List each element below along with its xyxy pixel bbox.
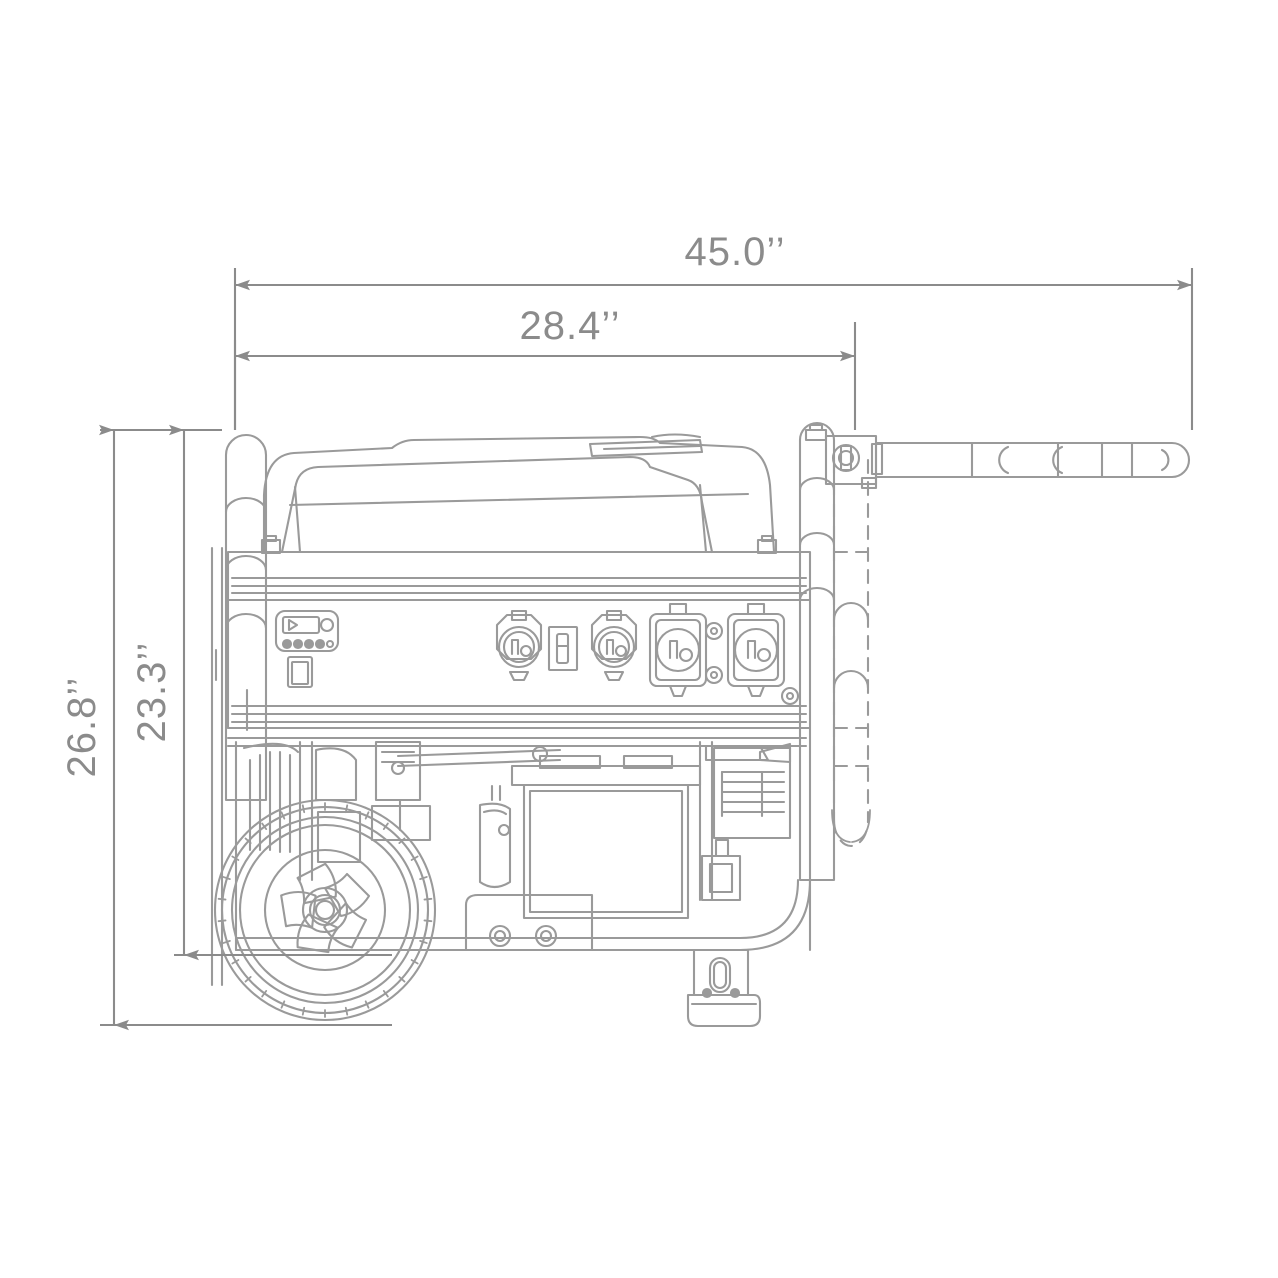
wheel-spokes bbox=[280, 862, 371, 954]
fuel-tank bbox=[260, 433, 778, 555]
dimension-label-body-length: 28.4’’ bbox=[520, 304, 621, 348]
handle-stowed-solid-arcs bbox=[831, 601, 871, 843]
reset-buttons[interactable] bbox=[704, 621, 800, 706]
handle-stowed bbox=[832, 458, 870, 848]
breaker-switch[interactable] bbox=[547, 625, 579, 672]
twistlock-outlet-2[interactable] bbox=[590, 609, 638, 682]
upper-shroud-band bbox=[226, 550, 812, 602]
pull-handle[interactable] bbox=[874, 441, 1191, 479]
frame-base-plate bbox=[464, 893, 594, 952]
dimension-label-overall-height: 26.8’’ bbox=[60, 677, 104, 778]
handle-post-right bbox=[798, 421, 836, 882]
gfci-outlet-2[interactable] bbox=[726, 602, 786, 698]
twistlock-outlet-1[interactable] bbox=[495, 609, 543, 682]
frame-post-left bbox=[210, 546, 224, 987]
digital-display[interactable] bbox=[274, 609, 340, 653]
support-foot bbox=[686, 948, 762, 1028]
dimension-label-body-height: 23.3’’ bbox=[130, 642, 174, 743]
dimension-label-overall-length: 45.0’’ bbox=[685, 230, 786, 274]
extension-lines bbox=[100, 268, 1194, 1027]
gfci-outlet-1[interactable] bbox=[648, 602, 708, 698]
rocker-switch[interactable] bbox=[286, 655, 314, 689]
wheel bbox=[213, 798, 437, 1022]
